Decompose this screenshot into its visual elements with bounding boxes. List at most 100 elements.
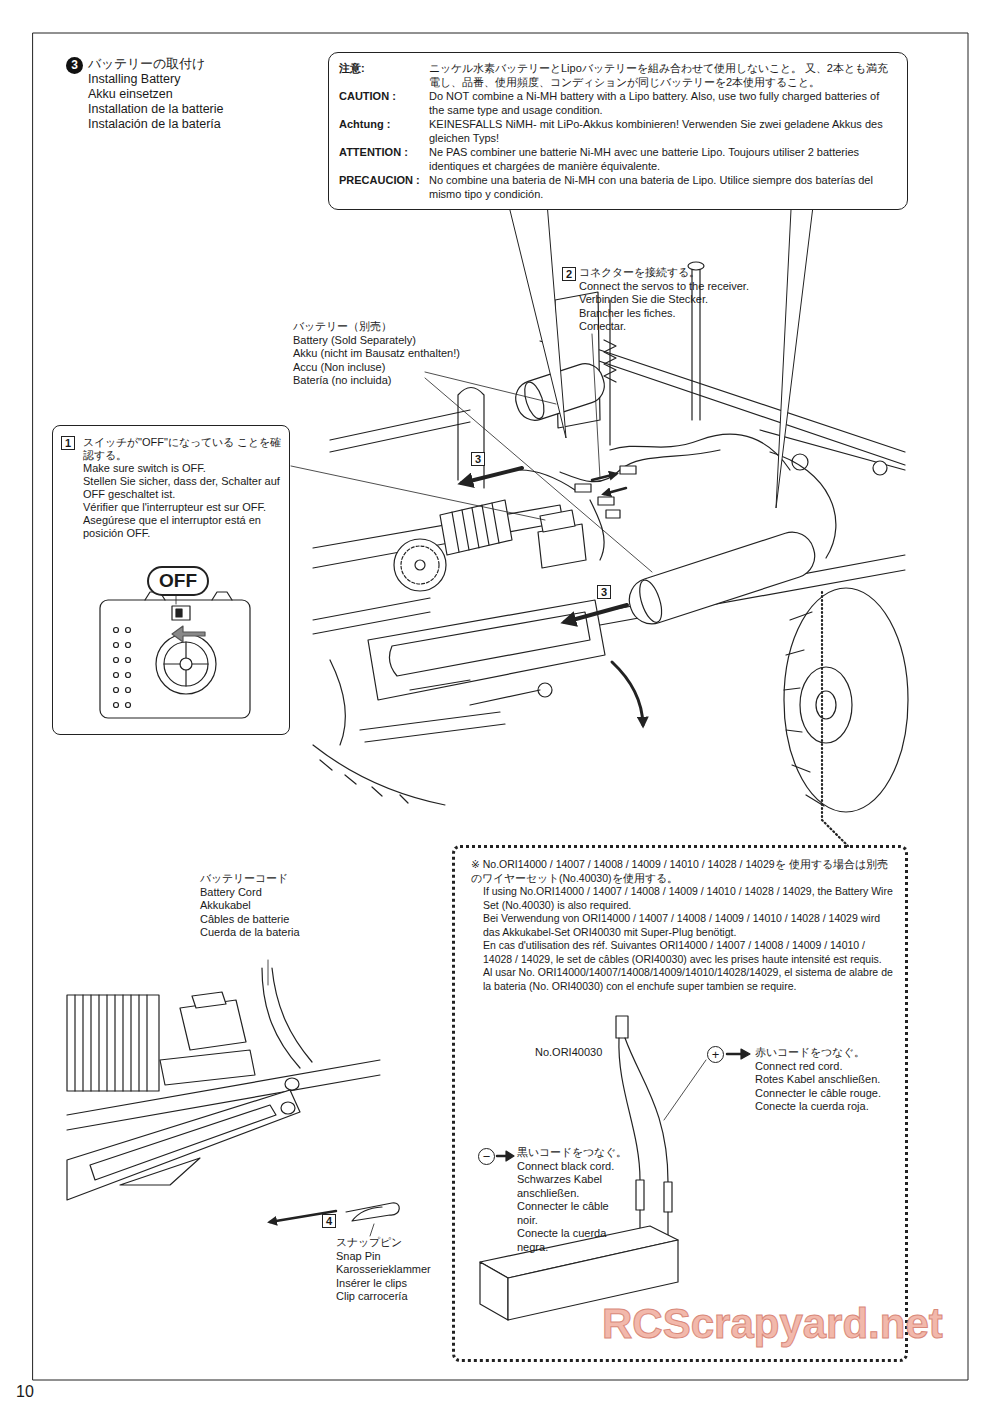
part-number: No.ORI40030: [535, 1046, 615, 1060]
label-group: 赤いコードをつなぐ。Connect red cord.Rotes Kabel a…: [755, 1046, 905, 1114]
switch-drawing: [100, 600, 250, 718]
switch-drawing: [126, 628, 131, 633]
detail-drawing: [272, 968, 312, 1062]
battery-wire-drawing: [741, 1049, 750, 1059]
instruction-text: Brancher les fiches.: [579, 307, 799, 321]
callout-pointer: [505, 190, 815, 508]
chassis-drawing: [610, 434, 790, 470]
detail-drawing: [346, 1203, 399, 1221]
chassis-drawing: [415, 560, 425, 570]
switch-drawing: [114, 673, 119, 678]
chassis-drawing: [873, 461, 887, 475]
detail-drawing: [67, 1060, 380, 1115]
heading-text: Installation de la batterie: [88, 102, 328, 117]
battery-wire-drawing: [664, 1060, 706, 1120]
callout-number: 4: [322, 1214, 336, 1228]
caution-box: 注意:ニッケル水素バッテリーとLipoバッテリーを組み合わせて使用しないこと。 …: [328, 52, 908, 210]
battery-wire-drawing: [506, 1151, 514, 1161]
label-group: 10: [16, 1383, 56, 1401]
chassis-drawing: [313, 598, 430, 620]
node-text: ニッケル水素バッテリーとLipoバッテリーを組み合わせて使用しないこと。 又、2…: [429, 61, 897, 89]
chassis-drawing: [365, 724, 505, 742]
switch-drawing: [114, 643, 119, 648]
switch-drawing: [156, 634, 216, 694]
callout-number: 2: [562, 267, 576, 281]
switch-drawing: [126, 673, 131, 678]
callout-pointer: [776, 190, 815, 508]
battery-wire-drawing: [727, 1053, 742, 1056]
instruction-text: Rotes Kabel anschließen.: [755, 1073, 905, 1087]
node-text: Stellen Sie sicher, dass der, Schalter a…: [83, 475, 281, 501]
chassis-drawing: [458, 388, 484, 489]
node-text: 3: [66, 57, 83, 74]
chassis-drawing: [784, 588, 908, 812]
part-label: Clip carrocería: [336, 1290, 451, 1304]
part-label: バッテリーコード: [200, 872, 350, 886]
label-group: コネクターを接続する。Connect the servos to the rec…: [579, 266, 799, 334]
node-text: CAUTION :: [339, 89, 429, 117]
chassis-drawing: [330, 422, 470, 452]
switch-drawing: [172, 606, 190, 620]
chassis-drawing: [521, 380, 548, 421]
part-label: バッテリー（別売）: [293, 320, 493, 334]
detail-drawing: [160, 1050, 255, 1085]
part-label: Insérer le clips: [336, 1277, 451, 1291]
chassis-drawing: [520, 470, 575, 490]
chassis-drawing: [606, 510, 620, 518]
node-text: ATTENTION :: [339, 145, 429, 173]
chassis-drawing: [800, 667, 852, 743]
node-text: Achtung :: [339, 117, 429, 145]
motion-arrow: [565, 605, 627, 622]
page-frame: [33, 33, 968, 1380]
chassis-drawing: [624, 526, 821, 629]
switch-drawing: [126, 643, 131, 648]
node-text: Vérifier que l'interrupteur est sur OFF.: [83, 501, 281, 514]
node-text: En cas d'utilisation des réf. Suivantes …: [483, 939, 893, 966]
instruction-text: Conecte la cuerda negra.: [517, 1227, 629, 1254]
node-text: +: [708, 1047, 723, 1062]
detail-drawing: [192, 992, 226, 1008]
switch-label: OFF: [147, 566, 209, 596]
chassis-drawing: [575, 484, 591, 492]
chassis-drawing: [620, 466, 636, 474]
part-label: Akkukabel: [200, 899, 350, 913]
node-text: 注意:: [339, 61, 429, 89]
node-text: 3: [598, 586, 610, 598]
battery-wire-drawing: [664, 1182, 672, 1212]
node-text: KEINESFALLS NiMH- mit LiPo-Akkus kombini…: [429, 117, 897, 145]
detail-drawing: [285, 1078, 299, 1090]
motion-arrow: [612, 662, 643, 725]
switch-drawing: [126, 703, 131, 708]
chassis-drawing: [313, 612, 430, 634]
node-text: Al usar No. ORI14000/14007/14008/14009/1…: [483, 966, 893, 993]
detail-drawing: [180, 1000, 246, 1050]
switch-drawing: [176, 609, 182, 617]
instruction-text: Conecte la cuerda roja.: [755, 1100, 905, 1114]
node-text: No combine una bateria de Ni-MH con una …: [429, 173, 897, 201]
label-group: No.ORI40030: [535, 1046, 615, 1060]
node-text: OFF: [149, 568, 207, 594]
chassis-drawing: [560, 450, 720, 482]
battery-wire-drawing: [619, 1038, 640, 1180]
chassis-drawing: [816, 691, 836, 719]
detail-drawing: [268, 960, 269, 985]
battery-wire-drawing: [636, 1180, 644, 1210]
page-number: 10: [16, 1383, 56, 1401]
label-group: 黒いコードをつなぐ。Connect black cord.Schwarzes K…: [517, 1146, 629, 1254]
switch-drawing: [164, 642, 208, 686]
node-text: Do NOT combine a Ni-MH battery with a Li…: [429, 89, 897, 117]
instruction-text: Connect red cord.: [755, 1060, 905, 1074]
heading-text: Akku einsetzen: [88, 87, 328, 102]
detail-drawing: [75, 995, 147, 1091]
motion-arrow: [592, 474, 616, 480]
chassis-drawing: [598, 497, 614, 505]
detail-drawing: [120, 1158, 200, 1185]
detail-drawing: [67, 995, 159, 1091]
switch-drawing: [114, 688, 119, 693]
leader-line: [291, 466, 545, 520]
node-text: PRECAUCION :: [339, 173, 429, 201]
battery-wire-drawing: [480, 1262, 508, 1320]
detail-drawing: [67, 960, 399, 1236]
